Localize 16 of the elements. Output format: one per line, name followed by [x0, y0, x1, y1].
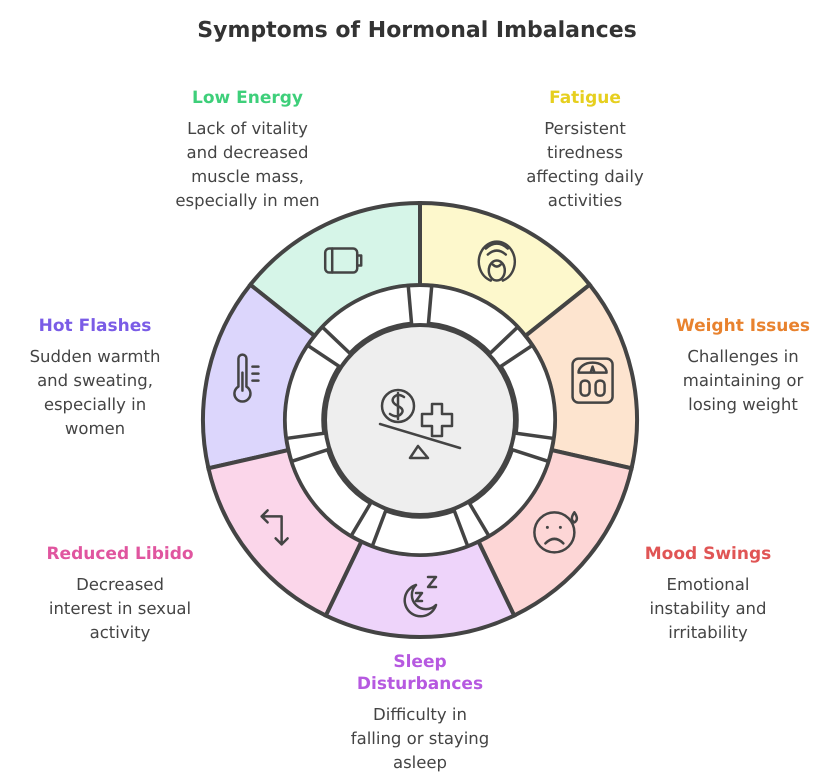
symptom-description: Decreased interest in sexual activity: [48, 574, 192, 644]
symptom-heading: Low Energy: [190, 87, 304, 109]
symptom-description: Persistent tiredness affecting daily activities: [525, 118, 645, 212]
diagram-title: Symptoms of Hormonal Imbalances: [196, 18, 638, 43]
symptom-heading: Reduced Libido: [45, 543, 195, 565]
symptom-description: Challenges in maintaining or losing weight: [682, 346, 804, 416]
symptom-heading: Weight Issues: [674, 315, 812, 337]
symptom-heading: Hot Flashes: [38, 315, 152, 337]
symptom-description: Emotional instability and irritability: [648, 574, 768, 644]
symptom-description: Difficulty in falling or staying asleep: [350, 704, 490, 774]
symptom-description: Sudden warmth and sweating, especially in women: [28, 346, 162, 440]
symptom-heading: Mood Swings: [644, 543, 772, 565]
symptom-heading: Sleep Disturbances: [356, 651, 484, 695]
center-circle: [323, 323, 517, 517]
symptom-description: Lack of vitality and decreased muscle mass, especially in men: [175, 118, 320, 212]
symptom-heading: Fatigue: [548, 87, 622, 109]
